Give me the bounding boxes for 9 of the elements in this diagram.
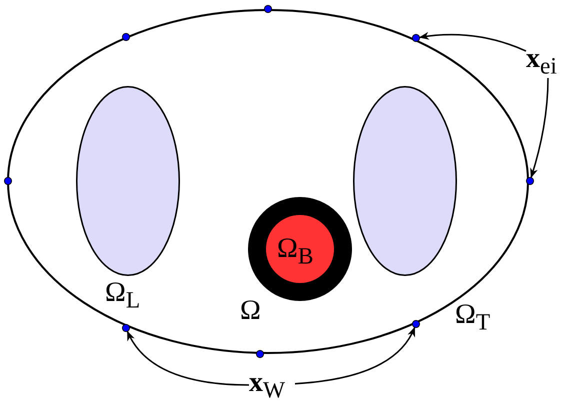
region-label: Ω$_{B}$ bbox=[277, 234, 314, 272]
region-label: Ω$_{L}$ bbox=[105, 278, 140, 316]
leader-arrow bbox=[530, 78, 549, 178]
leader-arrow bbox=[418, 32, 526, 52]
leader-arrow bbox=[126, 330, 250, 386]
region-label: Ω$_{T}$ bbox=[455, 300, 490, 338]
leader-arrow bbox=[294, 326, 416, 384]
point-label: x$_{W}$ bbox=[249, 368, 295, 402]
region-label: Ω bbox=[240, 296, 261, 326]
